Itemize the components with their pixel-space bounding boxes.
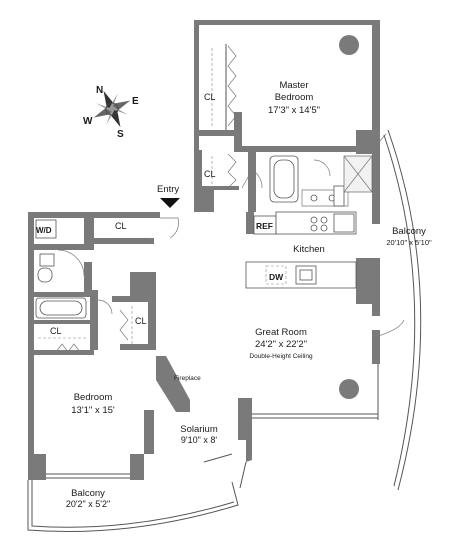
fireplace-label: Fireplace [174,375,201,382]
master-bedroom-dims: 17'3" x 14'5" [268,105,320,116]
labels: N E S W Master Bedroom 17'3" x 14'5" CL … [36,80,432,509]
great-room-note: Double-Height Ceiling [249,353,313,360]
solarium-name: Solarium [180,424,218,435]
column-master [339,35,359,55]
solarium-dims: 9'10" x 8' [181,435,217,445]
left-unit-interior [34,219,155,355]
bedroom-name: Bedroom [74,392,113,403]
compass-w-label: W [83,116,93,127]
master-bath [248,152,373,212]
balcony-south-outline [27,480,239,533]
master-bedroom-name-1: Master [279,80,308,91]
great-room-dims: 24'2" x 22'2" [255,339,307,350]
great-room-name: Great Room [255,327,307,338]
closet-label-small: CL [135,316,147,326]
balcony-south-dims: 20'2" x 5'2" [66,499,110,509]
compass-rose-icon [93,90,131,128]
closet-label-master-1: CL [204,92,216,102]
balcony-south-name: Balcony [71,488,105,499]
balcony-east-name: Balcony [392,226,426,237]
balcony-east-dims: 20'10" x 5'10" [386,238,432,247]
closet-label-bedroom: CL [50,326,62,336]
exterior-walls [28,20,380,489]
compass-e-label: E [132,96,139,107]
bedroom-dims: 13'1" x 15' [71,405,115,416]
compass-s-label: S [117,129,124,140]
master-bedroom-name-2: Bedroom [275,92,314,103]
shower-tile [343,155,373,193]
closet-label-master-2: CL [204,169,216,179]
master-bedroom-interior [199,35,372,190]
wd-label: W/D [36,226,52,235]
kitchen-label: Kitchen [293,244,325,255]
ref-label: REF [256,221,273,231]
entry-label: Entry [157,184,179,195]
dw-label: DW [269,272,284,282]
entry-arrow-icon [160,198,180,208]
closet-label-hall: CL [115,221,127,231]
entry-area [160,198,180,239]
compass-n-label: N [96,85,103,96]
kitchen-area [245,211,357,289]
column-great-room [339,379,359,399]
